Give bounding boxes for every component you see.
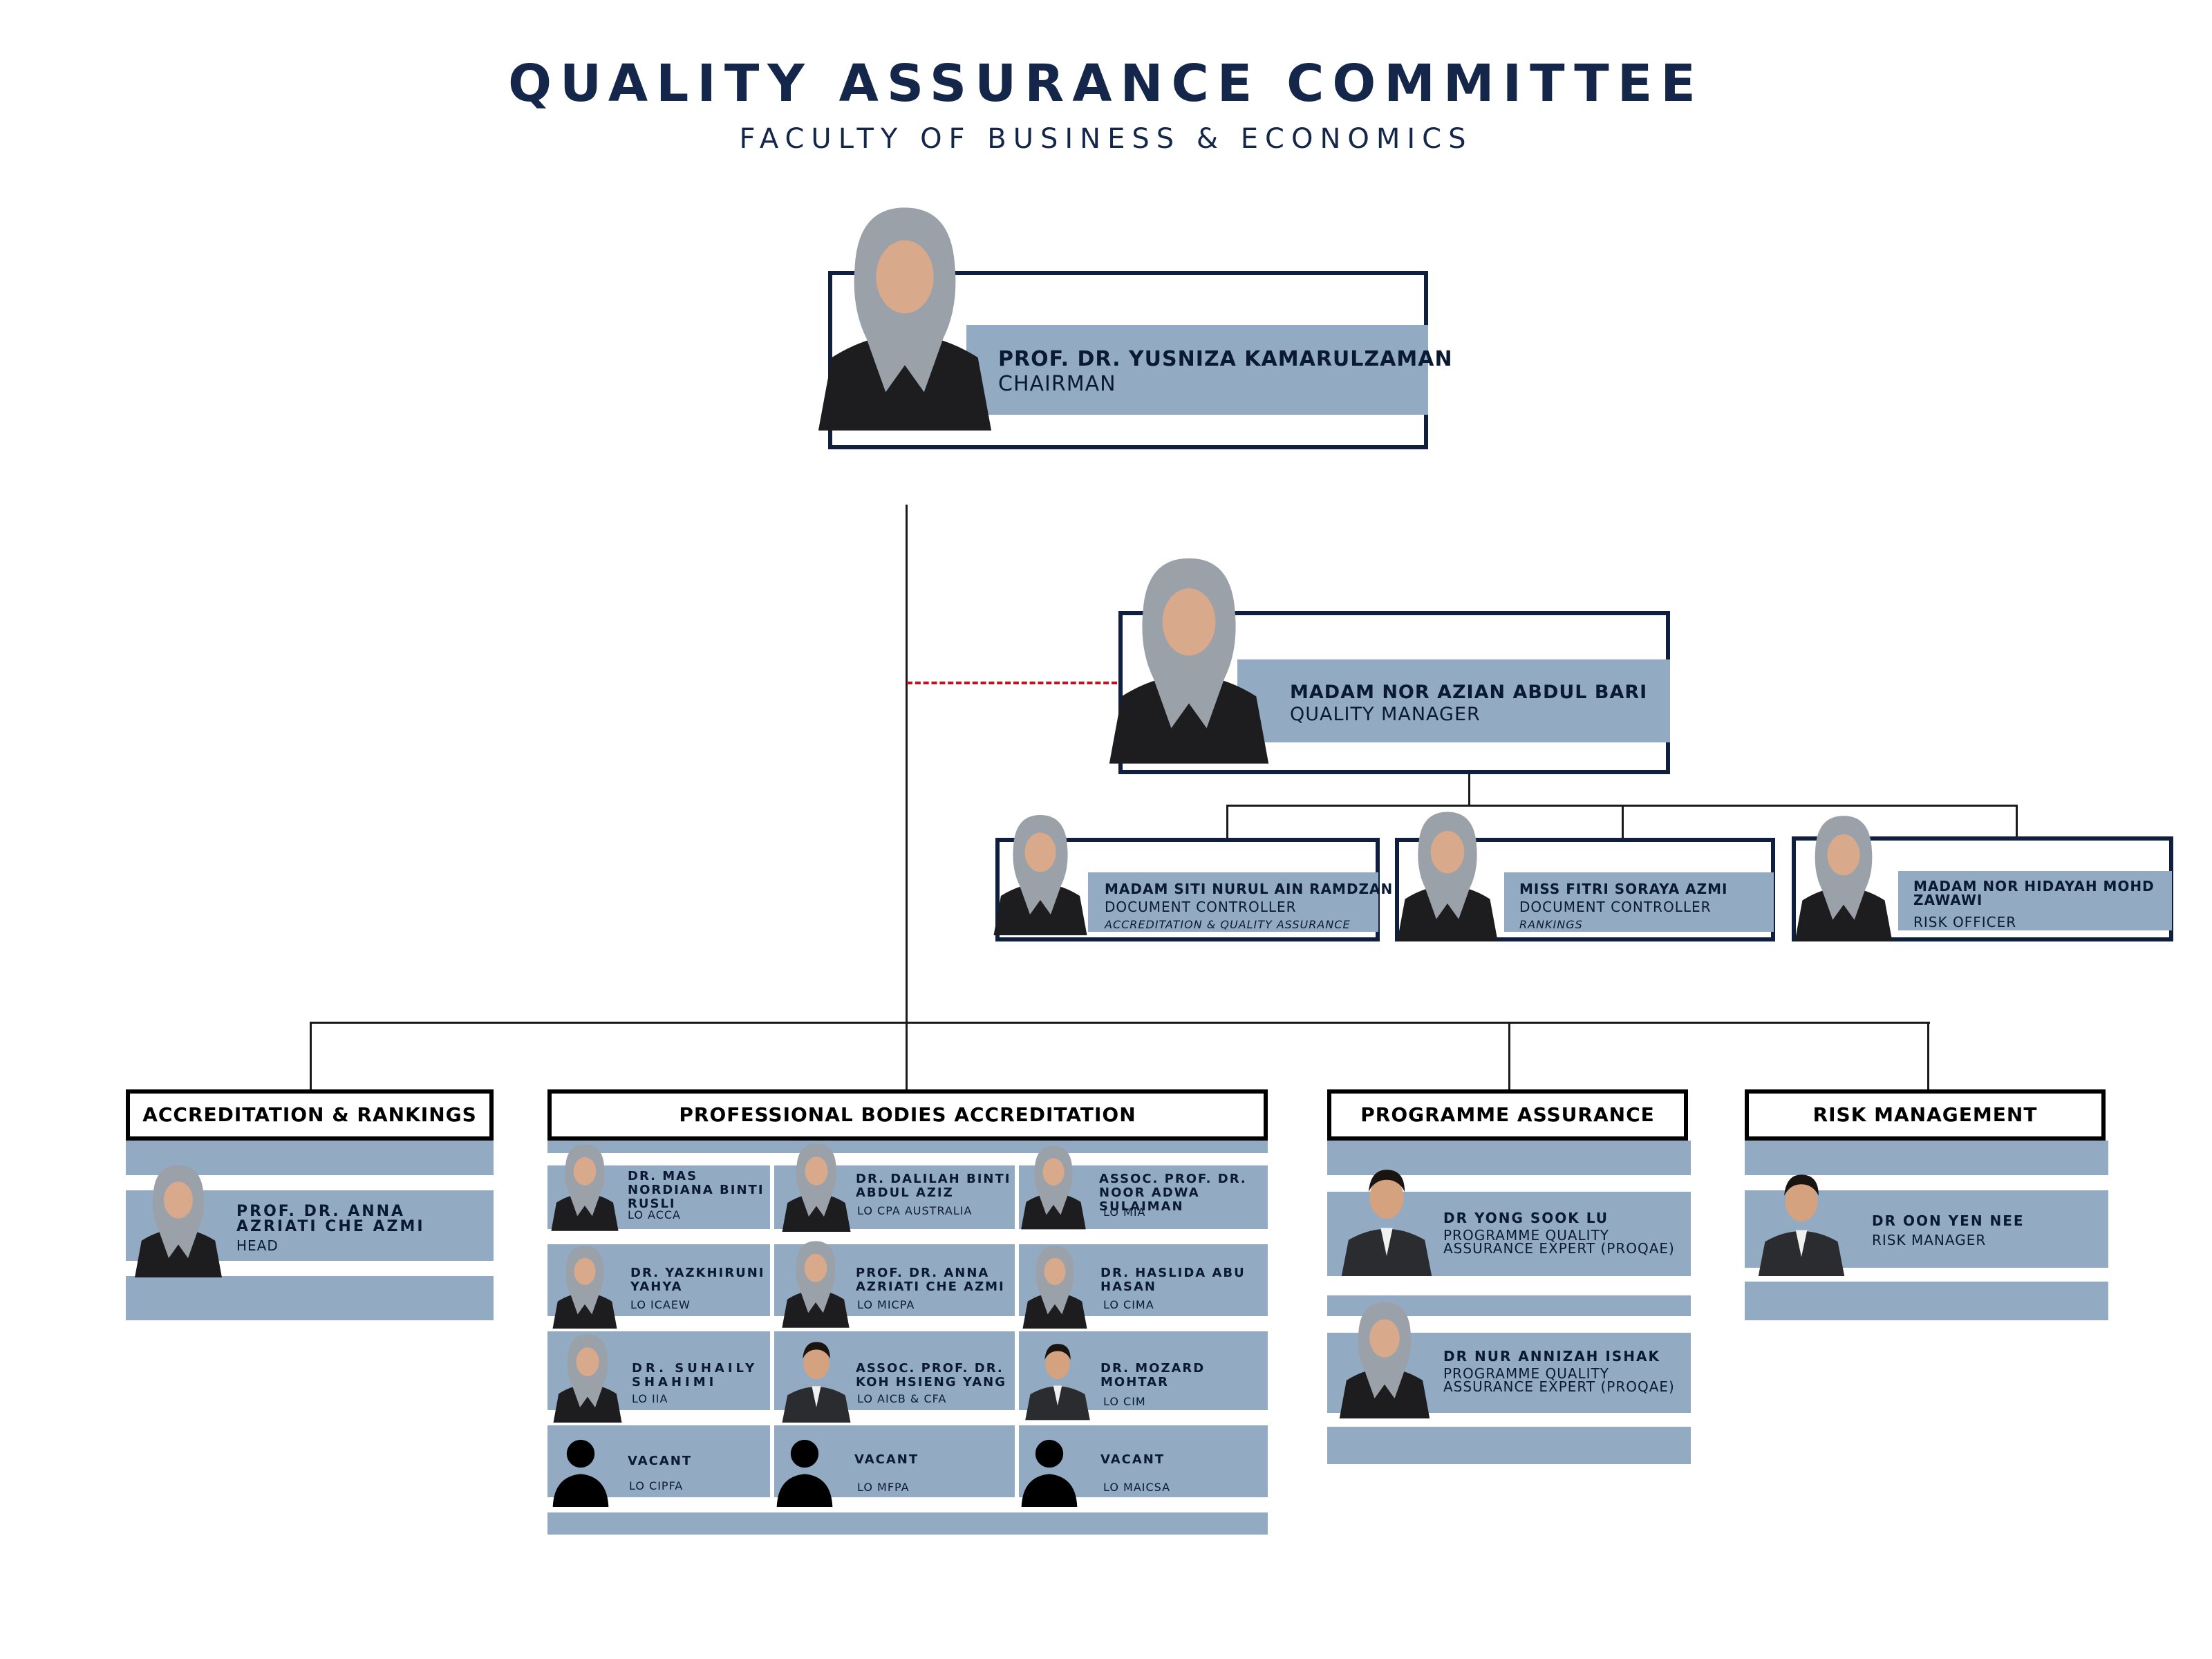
staff-photo-2 (1387, 807, 1508, 941)
chairman-band (966, 325, 1428, 415)
risk-member-role: RISK MANAGER (1872, 1232, 1987, 1248)
dashed-link (907, 682, 1117, 684)
prof-photo-2 (778, 1141, 854, 1232)
staff-connector-1 (1226, 805, 1228, 839)
prof-name-10: VACANT (628, 1454, 693, 1468)
unit-connector-1 (310, 1022, 312, 1091)
unit-connector-4 (1927, 1022, 1929, 1091)
staff-note-1: ACCREDITATION & QUALITY ASSURANCE (1105, 918, 1351, 931)
staff-connector-3 (2016, 805, 2018, 839)
accreditation-photo (130, 1161, 227, 1277)
chairman-photo (809, 181, 1001, 449)
prof-photo-12 (1016, 1431, 1082, 1507)
prof-role-11: LO MFPA (857, 1481, 910, 1494)
prof-name-8: ASSOC. PROF. DR. KOH HSIENG YANG (856, 1361, 1006, 1389)
prof-divider-2 (547, 1229, 1268, 1244)
prof-name-3: ASSOC. PROF. DR. NOOR ADWA SULAIMAN (1099, 1172, 1247, 1214)
staff-connector-2 (1622, 805, 1624, 839)
prof-divider-1 (547, 1153, 1268, 1165)
accreditation-divider-1 (126, 1175, 494, 1190)
qm-down-line (1468, 774, 1470, 805)
prof-role-1: LO ACCA (628, 1208, 681, 1221)
risk-divider-1 (1745, 1175, 2108, 1190)
prof-role-12: LO MAICSA (1103, 1481, 1171, 1494)
prof-name-1: DR. MAS NORDIANA BINTI RUSLI (628, 1169, 765, 1211)
staff-name-2: MISS FITRI SORAYA AZMI (1519, 881, 1728, 897)
unit-header-accreditation: ACCREDITATION & RANKINGS (126, 1089, 494, 1141)
staff-band-2 (1504, 872, 1774, 932)
prof-col-divider-2 (1015, 1153, 1019, 1512)
prof-name-7: DR. SUHAILY SHAHIMI (632, 1361, 758, 1389)
chairman-role: CHAIRMAN (998, 372, 1116, 396)
prof-photo-3 (1018, 1141, 1089, 1232)
prof-photo-9 (1022, 1331, 1094, 1423)
quality-manager-band (1237, 659, 1670, 742)
accreditation-member-name: PROF. DR. ANNA AZRIATI CHE AZMI (236, 1203, 425, 1235)
prof-photo-11 (771, 1431, 838, 1507)
prof-photo-10 (547, 1431, 614, 1507)
page-subtitle: FACULTY OF BUSINESS & ECONOMICS (739, 123, 1473, 155)
prof-role-8: LO AICB & CFA (857, 1392, 947, 1405)
risk-photo (1746, 1161, 1857, 1276)
staff-band-1 (1088, 872, 1378, 932)
prof-role-3: LO MIA (1103, 1206, 1146, 1219)
prof-role-6: LO CIMA (1103, 1298, 1154, 1311)
prof-photo-4 (547, 1243, 622, 1329)
prof-name-9: DR. MOZARD MOHTAR (1100, 1361, 1206, 1389)
unit-connector-3 (1508, 1022, 1510, 1091)
prof-name-6: DR. HASLIDA ABU HASAN (1100, 1266, 1246, 1294)
prof-name-4: DR. YAZKHIRUNI YAHYA (630, 1266, 765, 1294)
prof-role-7: LO IIA (632, 1392, 668, 1405)
staff-note-2: RANKINGS (1519, 918, 1583, 931)
main-vertical-line (906, 505, 908, 1024)
prof-role-2: LO CPA AUSTRALIA (857, 1204, 973, 1217)
programme-name-2: DR NUR ANNIZAH ISHAK (1443, 1348, 1660, 1365)
page-title: QUALITY ASSURANCE COMMITTEE (508, 54, 1704, 113)
staff-role-2: DOCUMENT CONTROLLER (1519, 899, 1712, 915)
prof-photo-8 (778, 1331, 854, 1423)
prof-col-divider-1 (770, 1153, 774, 1512)
staff-role-3: RISK OFFICER (1913, 914, 2017, 930)
prof-photo-5 (778, 1237, 853, 1329)
staff-band-3 (1898, 871, 2172, 930)
prof-role-5: LO MICPA (857, 1298, 915, 1311)
programme-role-1: PROGRAMME QUALITY ASSURANCE EXPERT (PROQ… (1443, 1227, 1675, 1257)
programme-name-1: DR YONG SOOK LU (1443, 1210, 1609, 1226)
prof-photo-7 (547, 1331, 628, 1423)
staff-photo-1 (988, 805, 1092, 941)
unit-header-programme: PROGRAMME ASSURANCE (1327, 1089, 1688, 1141)
prof-divider-4 (547, 1410, 1268, 1425)
prof-divider-3 (547, 1316, 1268, 1331)
units-branch-line (310, 1022, 1930, 1024)
staff-name-1: MADAM SITI NURUL AIN RAMDZAN (1105, 881, 1394, 897)
programme-photo-2 (1327, 1298, 1442, 1418)
professional-panel (547, 1141, 1268, 1535)
programme-role-2: PROGRAMME QUALITY ASSURANCE EXPERT (PROQ… (1443, 1365, 1675, 1395)
programme-divider-2 (1327, 1276, 1691, 1295)
staff-name-3: MADAM NOR HIDAYAH MOHD ZAWAWI (1913, 878, 2155, 908)
prof-role-10: LO CIPFA (629, 1479, 684, 1492)
staff-role-1: DOCUMENT CONTROLLER (1105, 899, 1297, 915)
unit-header-risk: RISK MANAGEMENT (1745, 1089, 2106, 1141)
quality-manager-role: QUALITY MANAGER (1290, 704, 1481, 725)
prof-name-5: PROF. DR. ANNA AZRIATI CHE AZMI (856, 1266, 1005, 1294)
prof-photo-6 (1018, 1243, 1092, 1329)
staff-photo-3 (1786, 812, 1901, 941)
prof-divider-5 (547, 1497, 1268, 1512)
prof-role-9: LO CIM (1103, 1395, 1146, 1408)
prof-photo-1 (547, 1141, 622, 1232)
programme-photo-1 (1331, 1156, 1442, 1276)
prof-name-2: DR. DALILAH BINTI ABDUL AZIZ (856, 1172, 1011, 1200)
chairman-name: PROF. DR. YUSNIZA KAMARULZAMAN (998, 347, 1453, 371)
unit-header-professional: PROFESSIONAL BODIES ACCREDITATION (547, 1089, 1268, 1141)
accreditation-member-role: HEAD (236, 1237, 279, 1254)
risk-member-name: DR OON YEN NEE (1872, 1212, 2025, 1229)
quality-manager-photo (1100, 541, 1277, 774)
prof-role-4: LO ICAEW (630, 1298, 691, 1311)
quality-manager-name: MADAM NOR AZIAN ABDUL BARI (1290, 682, 1648, 703)
prof-name-12: VACANT (1100, 1452, 1165, 1467)
unit-connector-2 (906, 1022, 908, 1091)
prof-name-11: VACANT (854, 1452, 919, 1467)
